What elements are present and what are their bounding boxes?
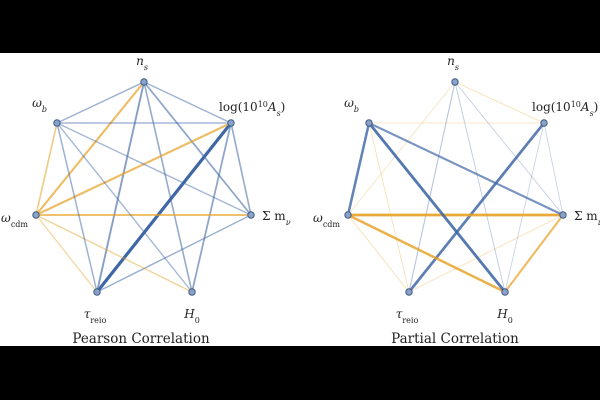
node-label-omegab: ωb: [344, 96, 359, 114]
node-label-omegacdm: ωcdm: [313, 211, 340, 229]
edge-summnu-H0: [503, 213, 565, 294]
edge-ns-logAs: [143, 81, 232, 124]
edge-logAs-summnu: [230, 122, 252, 216]
node-label-H0: H0: [183, 307, 200, 325]
node-summnu: [559, 211, 567, 219]
edge-H0-omegacdm: [35, 214, 193, 293]
edge-ns-omegacdm: [347, 81, 456, 216]
edge-ns-summnu: [454, 81, 564, 216]
node-ns: [451, 78, 459, 86]
node-label-summnu: Σ mν: [574, 209, 600, 227]
node-label-H0: H0: [496, 307, 513, 325]
pearson-caption: Pearson Correlation: [72, 331, 210, 347]
edge-ns-taureio: [96, 81, 145, 293]
node-H0: [501, 288, 509, 296]
edge-ns-H0: [143, 81, 193, 293]
edge-H0-omegab: [56, 122, 193, 293]
node-label-omegab: ωb: [32, 96, 47, 114]
edge-ns-omegacdm: [34, 80, 146, 217]
edge-logAs-omegacdm: [34, 121, 233, 217]
edge-summnu-omegab: [367, 121, 565, 217]
node-label-ns: ns: [136, 54, 148, 72]
edge-logAs-taureio: [95, 121, 233, 294]
edge-H0-omegacdm: [346, 213, 507, 294]
node-omegacdm: [32, 211, 40, 219]
pearson-correlation-panel: ns log(1010As) Σ mν H0 τreio ωcdm ωb: [1, 54, 291, 325]
node-omegab: [53, 119, 61, 127]
edge-summnu-taureio: [408, 214, 564, 293]
node-label-ns: ns: [447, 54, 459, 72]
node-label-omegacdm: ωcdm: [1, 211, 28, 229]
edge-ns-summnu: [143, 81, 252, 216]
node-label-logAs: log(1010As): [219, 100, 285, 118]
edge-omegacdm-omegab: [35, 122, 58, 216]
node-label-taureio: τreio: [84, 307, 107, 325]
edge-ns-taureio: [408, 81, 456, 293]
edge-omegacdm-omegab: [346, 121, 371, 217]
figure-canvas-background: [0, 53, 600, 346]
edge-logAs-taureio: [407, 121, 546, 294]
partial-correlation-panel: ns log(1010As) Σ mν H0 τreio ωcdm ωb: [313, 54, 600, 325]
node-omegacdm: [344, 211, 352, 219]
edge-taureio-omegacdm: [35, 214, 98, 293]
node-label-summnu: Σ mν: [262, 209, 291, 227]
edge-ns-omegab: [56, 81, 145, 124]
node-label-taureio: τreio: [396, 307, 419, 325]
edge-taureio-omegab: [56, 122, 98, 293]
edge-H0-omegab: [367, 121, 507, 294]
partial-caption: Partial Correlation: [391, 331, 519, 347]
edge-logAs-H0: [504, 122, 545, 293]
node-omegab: [365, 119, 373, 127]
edge-taureio-omegacdm: [347, 214, 410, 293]
edge-summnu-taureio: [96, 214, 252, 293]
node-ns: [140, 78, 148, 86]
node-logAs: [227, 119, 235, 127]
node-label-logAs: log(1010As): [532, 100, 598, 118]
node-taureio: [93, 288, 101, 296]
node-H0: [188, 288, 196, 296]
node-logAs: [540, 119, 548, 127]
edge-ns-logAs: [454, 81, 545, 124]
edge-ns-H0: [454, 81, 506, 293]
edge-summnu-omegab: [56, 122, 252, 216]
node-summnu: [247, 211, 255, 219]
edge-logAs-summnu: [543, 122, 564, 216]
edge-taureio-omegab: [368, 122, 410, 293]
edge-logAs-H0: [191, 122, 232, 293]
node-taureio: [405, 288, 413, 296]
